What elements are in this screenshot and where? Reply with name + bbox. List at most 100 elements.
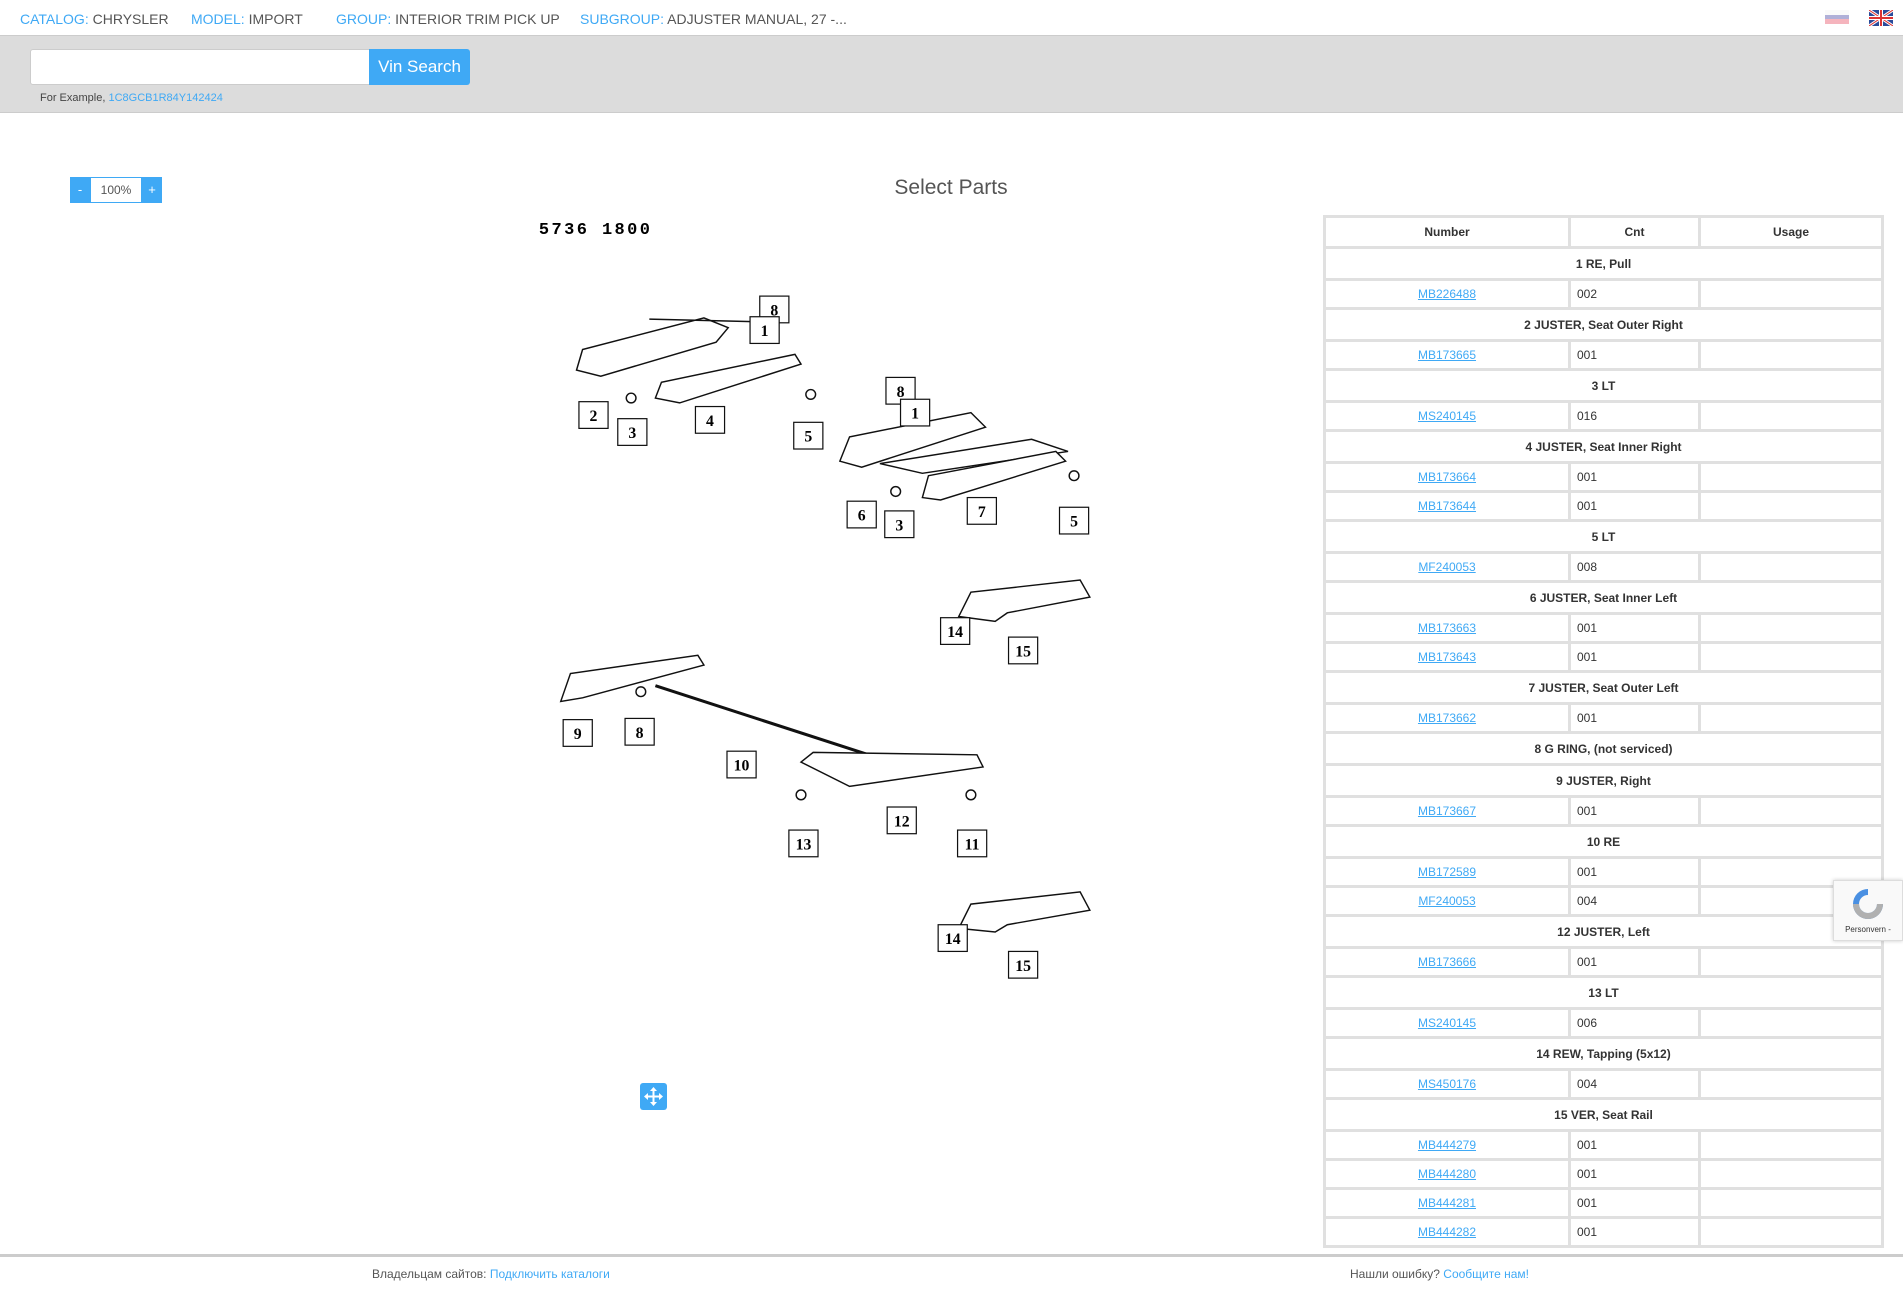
callout-13[interactable]: 13 — [788, 829, 819, 858]
col-cnt: Cnt — [1568, 215, 1701, 249]
part-number-link[interactable]: MB173662 — [1417, 711, 1477, 725]
part-row: MB173662 001 — [1323, 702, 1884, 734]
zoom-in-button[interactable]: + — [142, 177, 162, 203]
footer-right: Нашли ошибку? Сообщите нам! — [1350, 1267, 1529, 1281]
part-number-cell: MB444282 — [1323, 1216, 1571, 1248]
part-number-link[interactable]: MS240145 — [1417, 1016, 1477, 1030]
connect-catalogs-link[interactable]: Подключить каталоги — [489, 1267, 610, 1281]
part-cnt: 001 — [1568, 946, 1701, 978]
part-cnt: 001 — [1568, 461, 1701, 493]
callout-1[interactable]: 1 — [749, 316, 780, 345]
zoom-out-button[interactable]: - — [70, 177, 90, 203]
callout-8[interactable]: 8 — [624, 717, 655, 746]
crumb-value: IMPORT — [248, 11, 303, 27]
callout-box — [726, 750, 757, 779]
part-row: MB226488 002 — [1323, 278, 1884, 310]
group-row: 1 RE, Pull — [1323, 246, 1884, 281]
footer-left-label: Владельцам сайтов: — [372, 1267, 487, 1281]
callout-4[interactable]: 4 — [694, 405, 726, 434]
breadcrumb-group[interactable]: GROUP: INTERIOR TRIM PICK UP — [336, 11, 560, 27]
part-number-cell: MB444280 — [1323, 1158, 1571, 1190]
callout-5[interactable]: 5 — [1058, 506, 1090, 535]
ru-flag-icon[interactable] — [1825, 10, 1849, 24]
group-title: 12 JUSTER, Left — [1323, 914, 1884, 949]
part-usage — [1698, 278, 1884, 310]
diagram-parts — [559, 317, 1091, 933]
part-number-link[interactable]: MB226488 — [1417, 287, 1477, 301]
example-vin-link[interactable]: 1C8GCB1R84Y142424 — [108, 92, 223, 104]
callout-label: 4 — [706, 413, 714, 430]
group-title: 5 LT — [1323, 519, 1884, 554]
group-title: 3 LT — [1323, 368, 1884, 403]
part-number-link[interactable]: MB173664 — [1417, 470, 1477, 484]
group-title: 6 JUSTER, Seat Inner Left — [1323, 580, 1884, 615]
callout-label: 12 — [894, 813, 910, 830]
part-cnt: 004 — [1568, 885, 1701, 917]
callout-15[interactable]: 15 — [1007, 950, 1039, 979]
part-usage — [1698, 1068, 1884, 1100]
part-cnt: 001 — [1568, 702, 1701, 734]
part-number-link[interactable]: MB444280 — [1417, 1167, 1477, 1181]
part-number-link[interactable]: MB173643 — [1417, 650, 1477, 664]
part-usage — [1698, 1216, 1884, 1248]
callout-3[interactable]: 3 — [617, 418, 648, 446]
part-number-link[interactable]: MS240145 — [1417, 409, 1477, 423]
part-number-link[interactable]: MF240053 — [1418, 894, 1476, 908]
callout-6[interactable]: 6 — [846, 500, 877, 529]
part-number-link[interactable]: MB444282 — [1417, 1225, 1477, 1239]
part-number-link[interactable]: MB444279 — [1417, 1138, 1477, 1152]
part-number-link[interactable]: MB173663 — [1417, 621, 1477, 635]
part-number-link[interactable]: MS450176 — [1417, 1077, 1477, 1091]
group-title: 7 JUSTER, Seat Outer Left — [1323, 670, 1884, 705]
part-usage — [1698, 490, 1884, 522]
part-number-link[interactable]: MF240053 — [1418, 560, 1476, 574]
callout-11[interactable]: 11 — [956, 829, 988, 858]
breadcrumb-subgroup[interactable]: SUBGROUP: ADJUSTER MANUAL, 27 -... — [580, 11, 847, 27]
callout-15[interactable]: 15 — [1007, 636, 1039, 665]
vin-search-input[interactable] — [30, 49, 370, 85]
part-usage — [1698, 1158, 1884, 1190]
callout-14[interactable]: 14 — [937, 924, 968, 953]
callout-10[interactable]: 10 — [726, 750, 757, 779]
report-error-link[interactable]: Сообщите нам! — [1443, 1267, 1530, 1281]
callout-5[interactable]: 5 — [793, 421, 824, 450]
part-usage — [1698, 1187, 1884, 1219]
part-usage — [1698, 641, 1884, 673]
crumb-value: ADJUSTER MANUAL, 27 -... — [667, 11, 847, 27]
breadcrumb-model[interactable]: MODEL: IMPORT — [191, 11, 303, 27]
callout-box — [578, 401, 609, 429]
callout-14[interactable]: 14 — [939, 617, 971, 645]
callout-8[interactable]: 8 — [885, 376, 916, 405]
part-usage — [1698, 702, 1884, 734]
pan-move-button[interactable] — [640, 1083, 667, 1110]
callout-9[interactable]: 9 — [562, 719, 593, 747]
part-number-link[interactable]: MB173667 — [1417, 804, 1477, 818]
part-number-link[interactable]: MB444281 — [1417, 1196, 1477, 1210]
part-number-link[interactable]: MB173644 — [1417, 499, 1477, 513]
vin-search-button[interactable]: Vin Search — [369, 49, 470, 85]
callout-box — [1058, 506, 1090, 535]
callout-7[interactable]: 7 — [966, 496, 998, 525]
part-cnt: 002 — [1568, 278, 1701, 310]
recaptcha-badge[interactable]: Personvern - — [1833, 880, 1903, 941]
part-number-cell: MB226488 — [1323, 278, 1571, 310]
callout-box — [899, 398, 931, 427]
callout-3[interactable]: 3 — [884, 510, 915, 539]
callout-label: 6 — [858, 508, 866, 525]
breadcrumb-catalog[interactable]: CATALOG: CHRYSLER — [20, 11, 169, 27]
part-number-link[interactable]: MB172589 — [1417, 865, 1477, 879]
callout-12[interactable]: 12 — [886, 806, 917, 835]
part-number-link[interactable]: MB173665 — [1417, 348, 1477, 362]
group-row: 14 REW, Tapping (5x12) — [1323, 1036, 1884, 1071]
uk-flag-icon[interactable] — [1868, 8, 1894, 28]
part-usage — [1698, 1129, 1884, 1161]
callout-box — [846, 500, 877, 529]
callout-1[interactable]: 1 — [899, 398, 931, 427]
callout-8[interactable]: 8 — [759, 295, 790, 324]
callout-2[interactable]: 2 — [578, 401, 609, 429]
callout-label: 5 — [1070, 514, 1078, 531]
group-row: 9 JUSTER, Right — [1323, 763, 1884, 798]
part-number-link[interactable]: MB173666 — [1417, 955, 1477, 969]
